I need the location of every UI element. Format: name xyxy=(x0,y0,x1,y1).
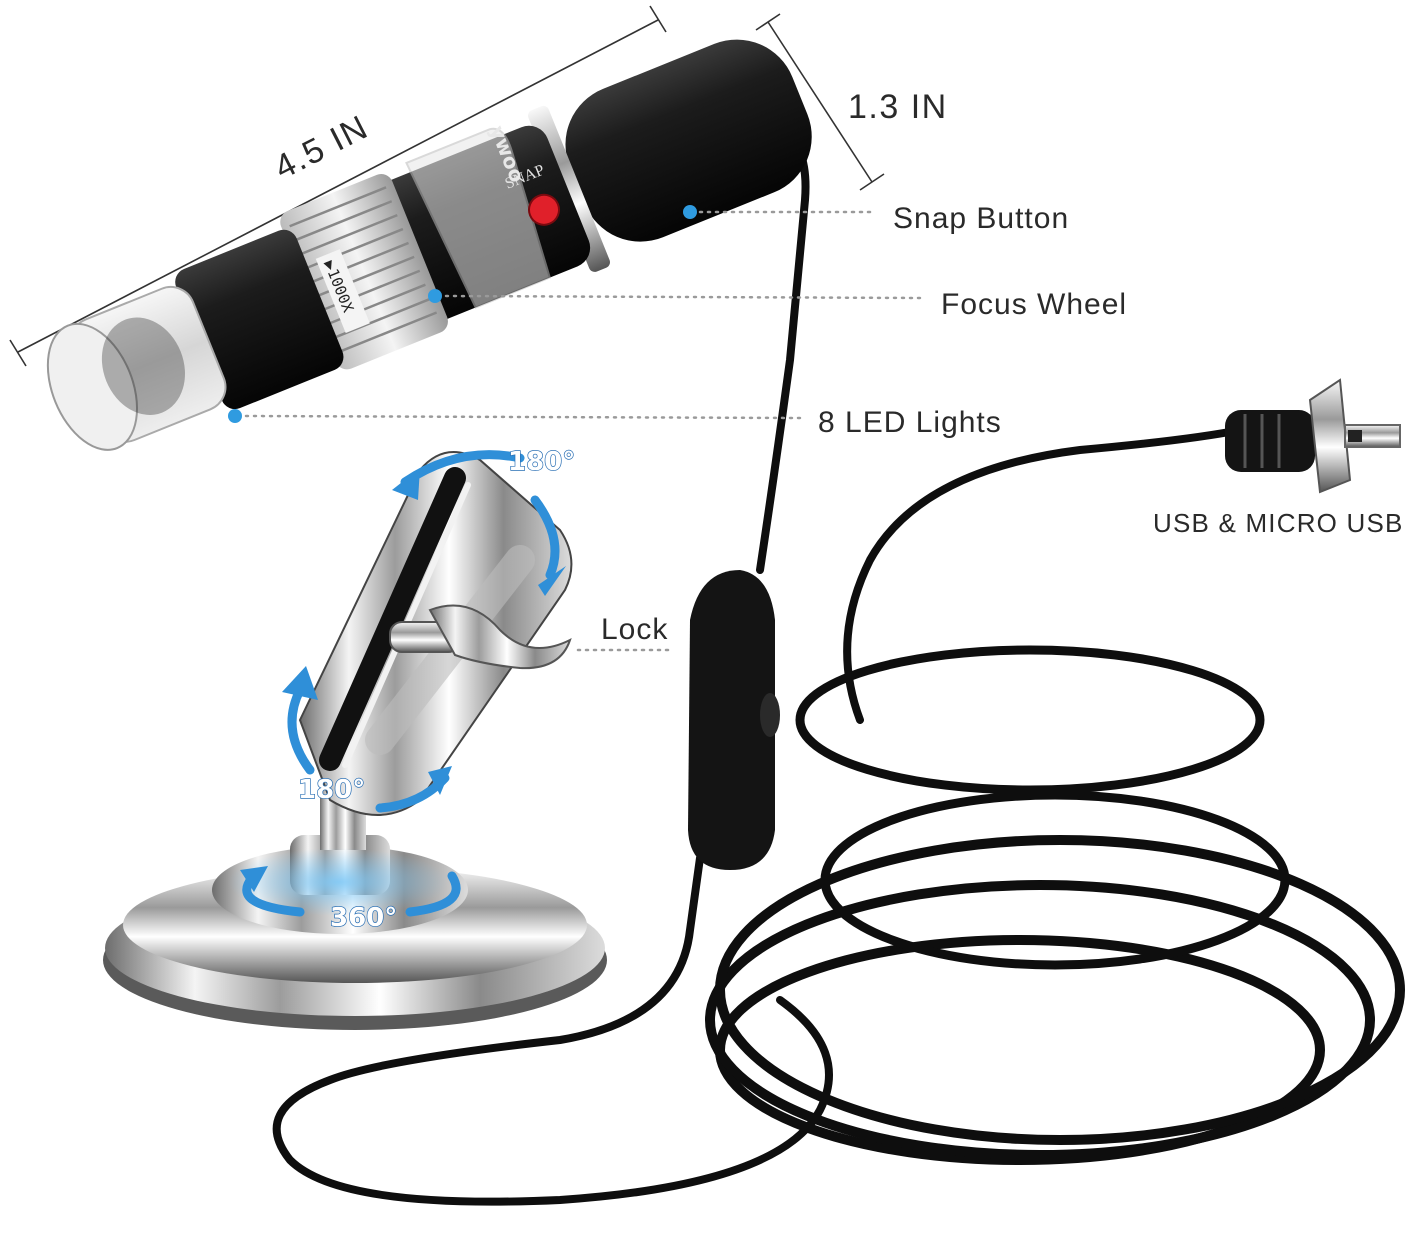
microscope-body: SNAP ywoo ▶1000X xyxy=(46,39,812,451)
arrow-head-icon xyxy=(538,566,566,596)
arrow-head-icon xyxy=(282,666,318,700)
upper-rotation-label: 180° xyxy=(508,447,575,477)
led-lights-label: 8 LED Lights xyxy=(818,406,1002,439)
callout-led xyxy=(228,409,802,423)
callout-focus xyxy=(428,289,922,303)
stand-base xyxy=(103,790,607,1030)
rotation-arrows xyxy=(240,450,566,917)
diameter-label: 1.3 IN xyxy=(848,88,948,126)
connector-label: USB & MICRO USB xyxy=(1153,508,1404,538)
lower-rotate-arrow xyxy=(287,685,315,775)
snap-button[interactable] xyxy=(524,190,563,229)
side-rotate-arrow xyxy=(530,495,560,580)
length-dimension xyxy=(9,5,667,367)
arrow-head-icon xyxy=(428,766,452,795)
focus-wheel-label: Focus Wheel xyxy=(941,288,1127,321)
lock-knob[interactable] xyxy=(389,604,572,670)
callout-snap xyxy=(683,205,874,219)
diameter-dimension xyxy=(755,13,885,191)
arrow-head-icon xyxy=(240,866,268,892)
snap-button-label: Snap Button xyxy=(893,202,1069,235)
cable-switch[interactable] xyxy=(688,570,780,870)
callout-dot-icon xyxy=(228,409,242,423)
callout-dot-icon xyxy=(683,205,697,219)
lower-rotation-label: 180° xyxy=(298,775,365,805)
usb-cable xyxy=(272,121,1405,1206)
callout-dot-icon xyxy=(428,289,442,303)
arrow-head-icon xyxy=(392,468,420,500)
lock-label: Lock xyxy=(601,613,668,646)
base-rotation-label: 360° xyxy=(330,903,397,933)
usb-connector xyxy=(1225,378,1401,494)
